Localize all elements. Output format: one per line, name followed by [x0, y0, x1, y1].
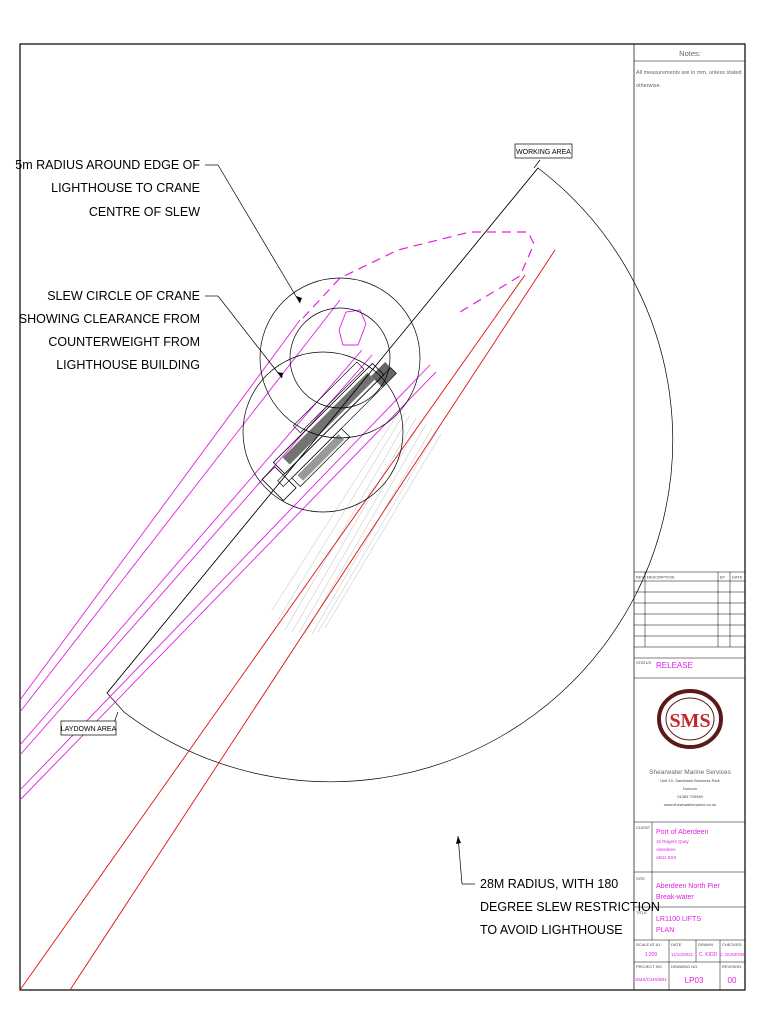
title-line: PLAN [656, 927, 674, 934]
callout-line: CENTRE OF SLEW [89, 205, 200, 219]
company-address-line: www.shearwatermarine.co.uk [664, 802, 716, 807]
lighthouse-outline [338, 309, 367, 346]
callout-line: LIGHTHOUSE BUILDING [56, 358, 200, 372]
client-address-line: 16 Regent Quay [656, 839, 690, 844]
callout-line: 5m RADIUS AROUND EDGE OF [15, 158, 200, 172]
info-label: CHECKED [722, 942, 742, 947]
info-label: DATE [671, 942, 682, 947]
hatched-area [271, 409, 442, 635]
callout-line: LIGHTHOUSE TO CRANE [51, 181, 200, 195]
callout-slew-circle: SLEW CIRCLE OF CRANE SHOWING CLEARANCE F… [19, 289, 200, 372]
slew-circle [242, 351, 404, 513]
info-value: 11/10/2021 [671, 952, 694, 957]
laydown-area-text: LAYDOWN AREA [61, 726, 117, 733]
drawing-number: LP03 [685, 976, 704, 985]
company-name: Shearwater Marine Services [649, 769, 731, 776]
callout-line: 28M RADIUS, WITH 180 [480, 877, 618, 891]
project-value: SMS/CMS/601 [635, 977, 667, 983]
callout-leaders [111, 159, 541, 885]
status-value: RELEASE [656, 661, 693, 670]
client-name: Port of Aberdeen [656, 829, 709, 836]
project-label: PROJECT NO. [636, 964, 663, 969]
callout-line: DEGREE SLEW RESTRICTION [480, 900, 660, 914]
callout-line: SHOWING CLEARANCE FROM [19, 312, 200, 326]
company-address-line: Dunoon [683, 786, 697, 791]
notes-line: All measurements are in mm, unless state… [636, 70, 741, 76]
callout-radius-5m: 5m RADIUS AROUND EDGE OF LIGHTHOUSE TO C… [15, 158, 200, 219]
rev-header: DESCRIPTION [647, 575, 674, 580]
company-address-line: 01369 705949 [677, 794, 703, 799]
site-line: Break-water [656, 894, 694, 901]
client-address-line: AB11 5SS [656, 855, 676, 860]
logo-letters: SMS [669, 710, 710, 732]
title-block: Notes: All measurements are in mm, unles… [634, 49, 745, 990]
status-label: STATUS [636, 660, 652, 665]
info-label: SCALE AT A1 [636, 942, 661, 947]
notes-title: Notes: [679, 49, 701, 58]
pier-head-dashed [302, 231, 535, 319]
title-line: LR1100 LIFTS [656, 916, 701, 923]
laydown-area-label: LAYDOWN AREA [60, 720, 117, 736]
callout-line: COUNTERWEIGHT FROM [48, 335, 200, 349]
info-value: C. DUNDON [720, 952, 744, 957]
clearance-circle [259, 277, 421, 439]
rev-header: DATE [732, 575, 743, 580]
notes-line: otherwise. [636, 83, 662, 89]
rev-header: BY [720, 575, 726, 580]
client-label: CLIENT [636, 825, 651, 830]
client-address-line: Aberdeen [656, 847, 676, 852]
sheet-border [19, 43, 746, 991]
revision-number: 00 [728, 976, 737, 985]
callout-line: TO AVOID LIGHTHOUSE [480, 923, 623, 937]
info-value: C. KIDD [699, 952, 718, 958]
company-address-line: Unit 19, Sandbank Business Park [660, 778, 720, 783]
rev-header: REV [636, 575, 645, 580]
company-logo: SMS [657, 689, 723, 749]
site-label: SITE [636, 876, 645, 881]
callout-radius-28m: 28M RADIUS, WITH 180 DEGREE SLEW RESTRIC… [480, 877, 660, 937]
project-label: DRAWING NO. [671, 964, 698, 969]
info-value: 1:200 [645, 952, 658, 958]
quay-edge-red [19, 249, 556, 991]
site-line: Aberdeen North Pier [656, 883, 720, 890]
working-area-text: WORKING AREA [516, 149, 571, 156]
crane-body [261, 361, 397, 502]
project-label: REVISION [722, 964, 741, 969]
slew-radius-28m-boundary [106, 167, 674, 783]
title-label: TITLE [636, 910, 647, 915]
callout-line: SLEW CIRCLE OF CRANE [47, 289, 200, 303]
info-label: DRAWN [698, 942, 713, 947]
working-area-label: WORKING AREA [514, 143, 573, 159]
